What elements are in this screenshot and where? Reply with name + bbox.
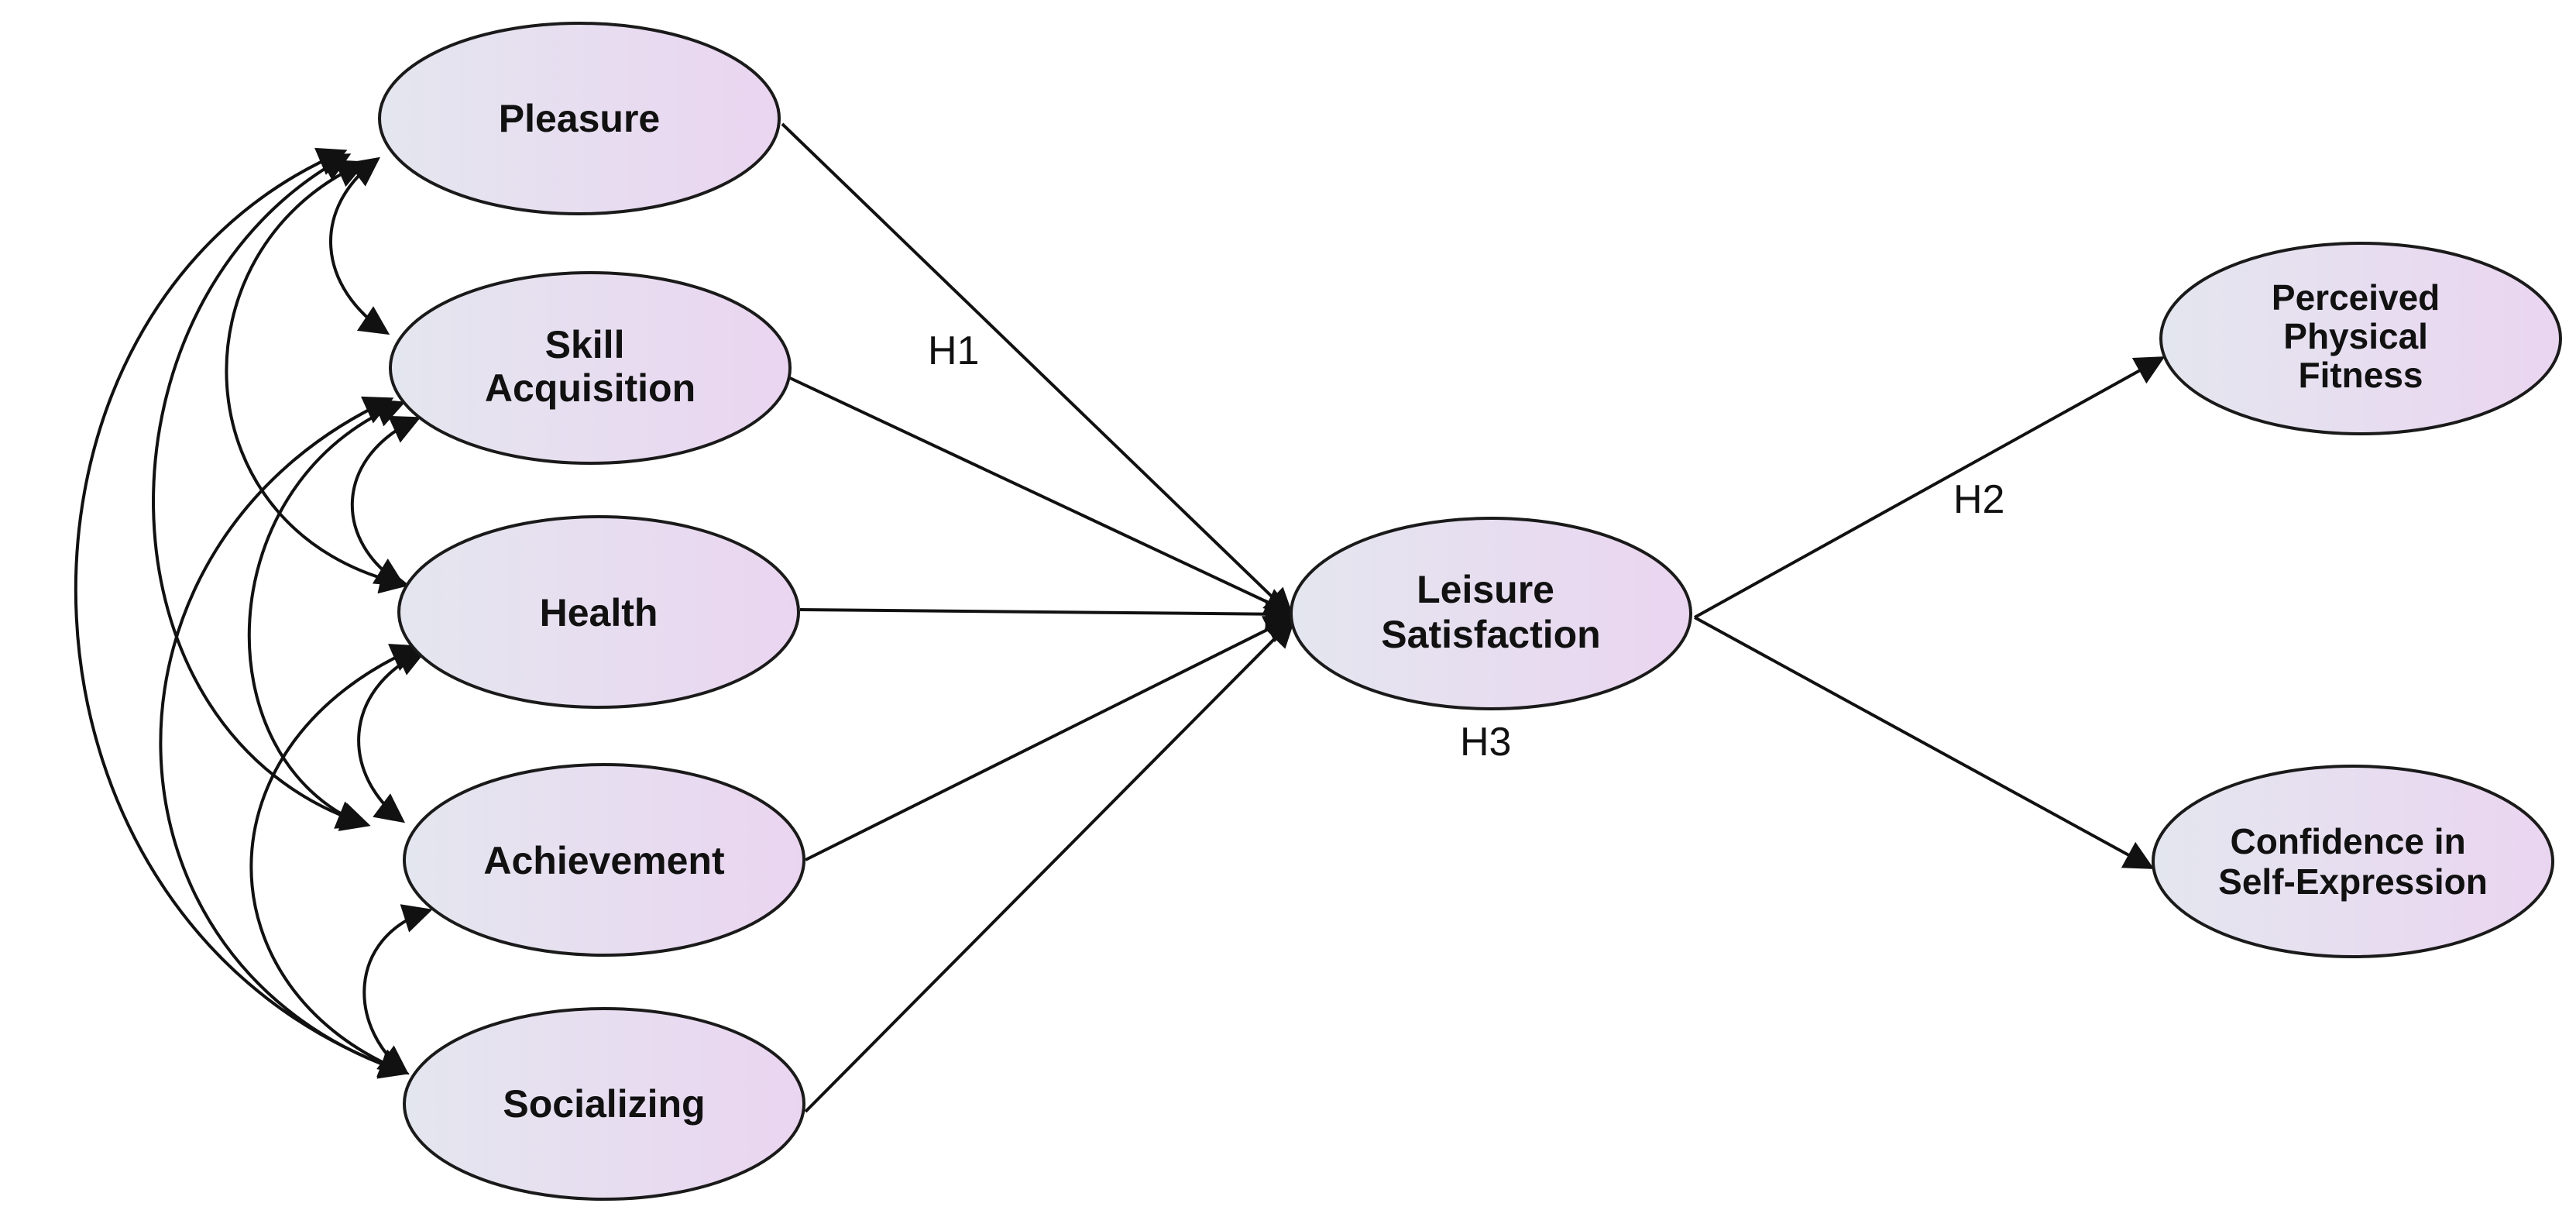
node-confidence-line-1: Confidence in [2231,821,2466,861]
node-skill-acquisition: Skill Acquisition [389,271,792,465]
cov-pleasure-achievement [152,153,371,831]
path-pleasure-leisure [781,122,1294,618]
node-pleasure-line-1: Pleasure [499,97,660,140]
path-socializing-leisure [804,617,1296,1113]
path-leisure-confidence [1694,616,2155,869]
cov-skill-health [350,415,421,586]
node-health-line-1: Health [540,591,658,634]
path-achievement-leisure [805,616,1295,861]
cov-skill-socializing [159,396,410,1079]
cov-health-socializing [249,644,421,1078]
cov-pleasure-socializing [74,147,410,1078]
node-perceived-physical-fitness: Perceived Physical Fitness [2159,242,2562,435]
node-confidence-line-2: Self-Expression [2218,861,2488,902]
cov-achievement-socializing [362,904,433,1075]
svg-text:Confidence in Self-Expre: Confidence in Self-Expression [2218,821,2488,902]
hypothesis-h2-label: H2 [1953,477,2004,522]
svg-text:Pleasure: Pleasure [499,97,660,140]
svg-text:Socializing: Socializing [503,1082,705,1126]
node-fitness-line-1: Perceived [2272,277,2440,318]
cov-health-achievement [357,648,428,823]
svg-text:Achievement: Achievement [483,839,725,882]
node-fitness-line-2: Physical [2283,316,2428,356]
node-skill-line-2: Acquisition [485,366,696,410]
node-leisure-satisfaction: Leisure Satisfaction [1290,517,1692,710]
path-leisure-fitness [1694,356,2166,619]
cov-skill-achievement [247,399,406,829]
node-achievement-line-1: Achievement [483,839,725,882]
path-health-leisure [799,599,1295,629]
node-achievement: Achievement [403,763,805,957]
node-confidence-self-expression: Confidence in Self-Expression [2152,765,2554,958]
node-fitness-line-3: Fitness [2298,355,2423,395]
node-leisure-line-1: Leisure [1417,568,1554,611]
structural-paths [781,122,2166,1113]
svg-text:Leisure Satisfaction: Leisure Satisfaction [1381,568,1600,656]
svg-text:Skill Acquisition: Skill Acquisition [485,323,696,410]
path-skill-leisure [789,376,1295,616]
hypothesis-h3-label: H3 [1460,720,1511,765]
hypothesis-h1-label: H1 [928,328,979,373]
node-pleasure: Pleasure [378,22,781,215]
svg-text:Perceived Physical: Perceived Physical Fitness [2272,277,2450,395]
node-health: Health [397,515,800,709]
covariance-arrows [74,147,433,1079]
cov-pleasure-skill [329,156,390,335]
node-skill-line-1: Skill [545,323,625,366]
node-leisure-line-2: Satisfaction [1381,613,1600,656]
svg-text:Health: Health [540,591,658,634]
cov-pleasure-health [225,160,410,594]
node-socializing: Socializing [403,1007,805,1201]
node-socializing-line-1: Socializing [503,1082,705,1126]
